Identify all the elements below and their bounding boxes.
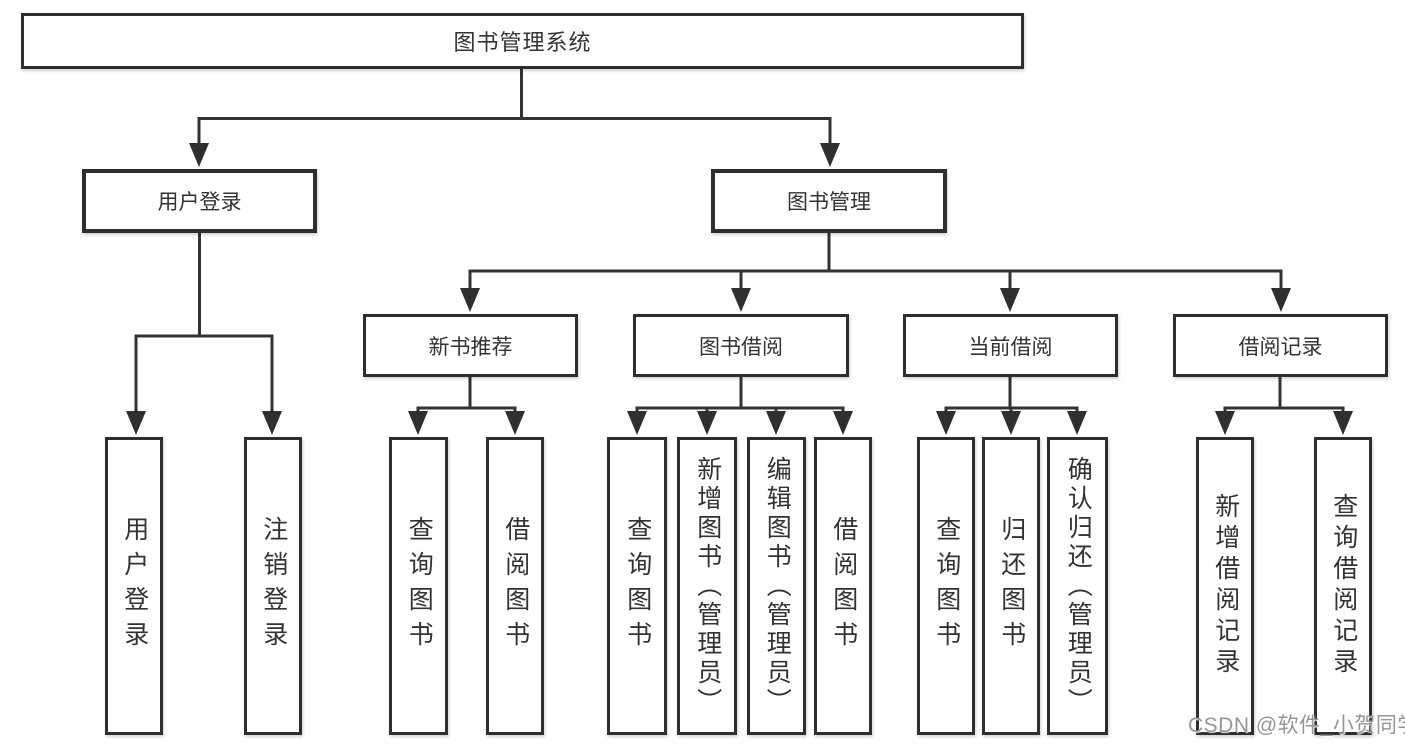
leaf-nbr-borrow-books-label: 借阅图书	[501, 516, 530, 656]
leaf-br-query-record-label: 查询借阅记录	[1329, 493, 1358, 679]
leaf-bb-edit-books: 编辑图书（管理员）	[747, 437, 806, 735]
node-book-borrowing: 图书借阅	[633, 314, 849, 377]
leaf-bb-borrow-books: 借阅图书	[814, 437, 872, 735]
node-user-login-label: 用户登录	[157, 191, 242, 214]
leaf-cb-confirm-return-label: 确认归还（管理员）	[1064, 455, 1093, 717]
leaf-bb-edit-books-label: 编辑图书（管理员）	[763, 455, 792, 717]
node-root-label: 图书管理系统	[453, 30, 592, 55]
leaf-logout: 注销登录	[244, 437, 302, 735]
leaf-user-login-label: 用户登录	[120, 516, 149, 656]
leaf-cb-return-books: 归还图书	[982, 437, 1040, 735]
node-root: 图书管理系统	[21, 13, 1024, 69]
node-current-borrowing: 当前借阅	[903, 314, 1118, 377]
leaf-bb-borrow-books-label: 借阅图书	[829, 516, 858, 656]
watermark: CSDN @软件_小贺同学	[1188, 714, 1405, 737]
leaf-user-login: 用户登录	[105, 437, 163, 735]
leaf-cb-query-books: 查询图书	[917, 437, 975, 735]
leaf-bb-query-books: 查询图书	[607, 437, 667, 735]
leaf-bb-add-books-label: 新增图书（管理员）	[693, 455, 722, 717]
leaf-logout-label: 注销登录	[259, 516, 288, 656]
node-book-borrowing-label: 图书借阅	[699, 335, 783, 359]
leaf-nbr-borrow-books: 借阅图书	[486, 437, 544, 735]
leaf-cb-confirm-return: 确认归还（管理员）	[1047, 437, 1108, 735]
node-current-borrowing-label: 当前借阅	[968, 335, 1053, 359]
leaf-br-add-record-label: 新增借阅记录	[1211, 493, 1240, 679]
leaf-br-add-record: 新增借阅记录	[1196, 437, 1254, 735]
node-borrowing-records: 借阅记录	[1173, 314, 1388, 377]
leaf-bb-add-books: 新增图书（管理员）	[677, 437, 737, 735]
leaf-nbr-query-books: 查询图书	[389, 437, 448, 735]
leaf-nbr-query-books-label: 查询图书	[405, 516, 434, 656]
node-book-management-label: 图书管理	[787, 191, 871, 214]
node-borrowing-records-label: 借阅记录	[1238, 335, 1323, 359]
node-user-login: 用户登录	[82, 169, 317, 233]
node-book-management: 图书管理	[711, 169, 947, 233]
node-new-book-recommend: 新书推荐	[363, 314, 578, 377]
node-new-book-recommend-label: 新书推荐	[428, 335, 513, 359]
leaf-cb-return-books-label: 归还图书	[997, 516, 1026, 656]
leaf-bb-query-books-label: 查询图书	[623, 516, 652, 656]
leaf-cb-query-books-label: 查询图书	[932, 516, 961, 656]
leaf-br-query-record: 查询借阅记录	[1314, 437, 1372, 735]
